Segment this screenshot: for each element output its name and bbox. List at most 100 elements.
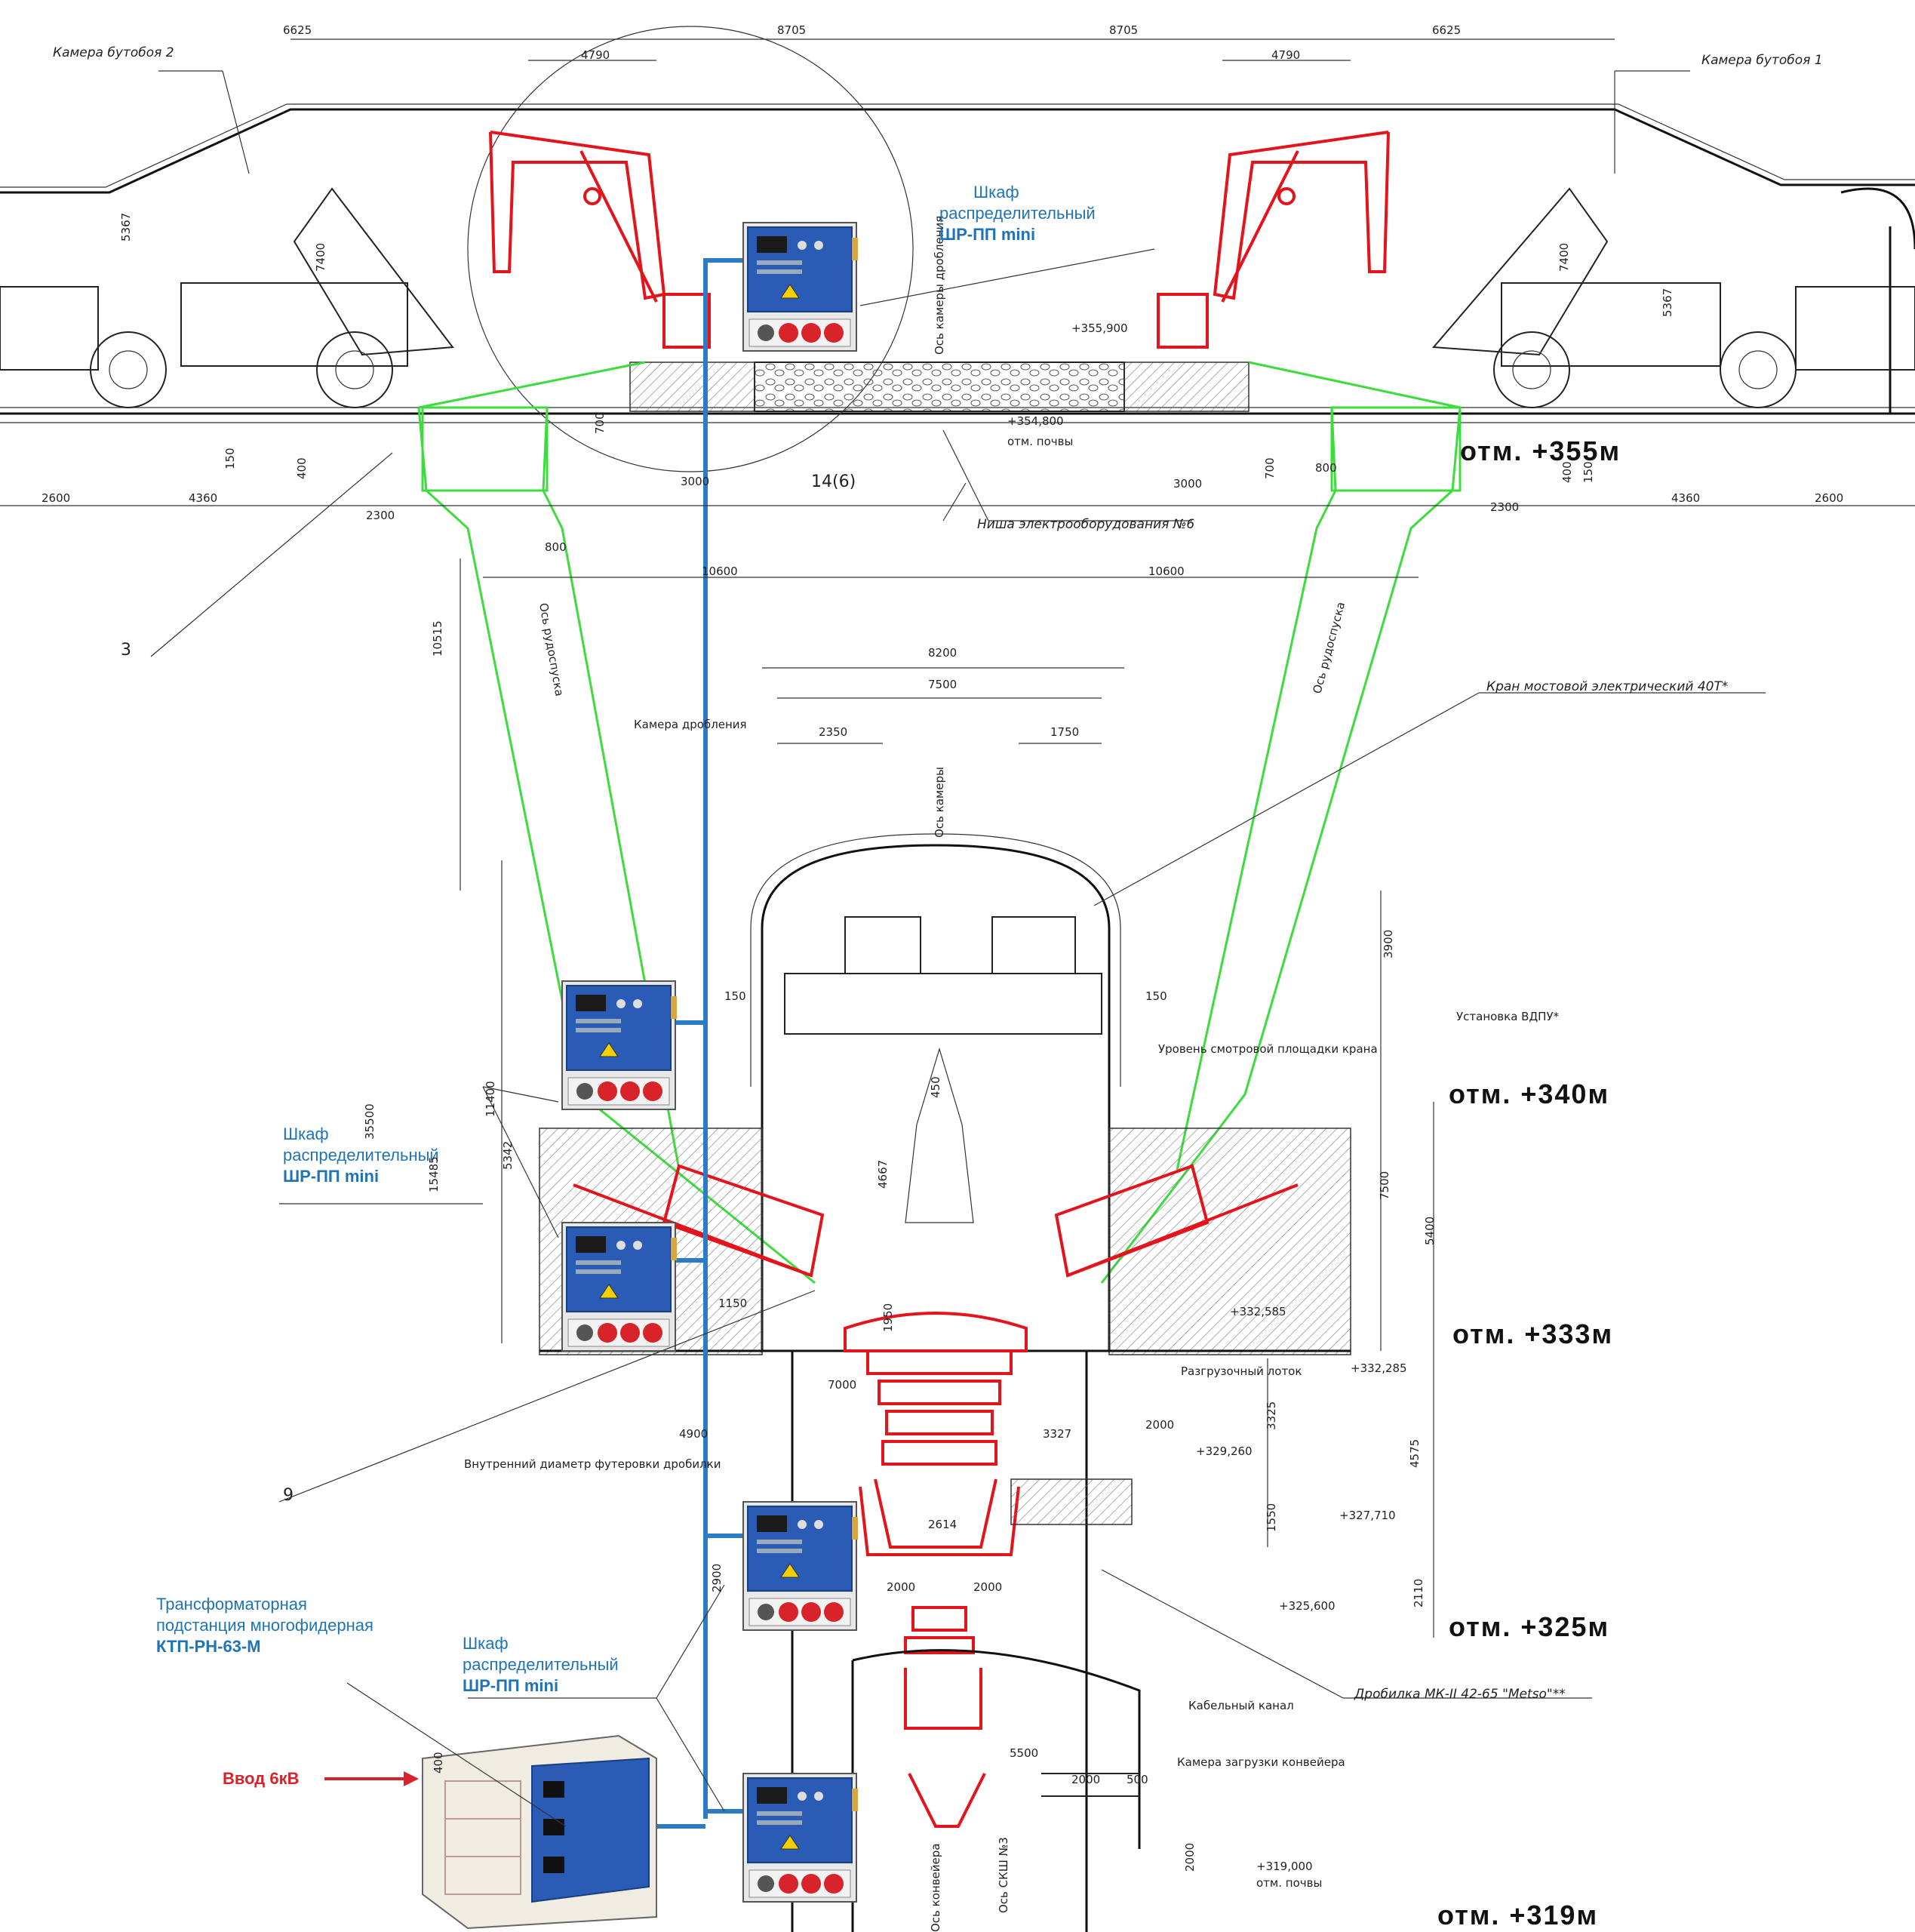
dim-10600b: 10600 xyxy=(1148,565,1185,578)
dim-2000a: 2000 xyxy=(1145,1418,1174,1432)
dim-400c: 400 xyxy=(432,1752,445,1774)
dim-4575: 4575 xyxy=(1408,1439,1422,1468)
level-332285: +332,285 xyxy=(1351,1361,1407,1375)
cabinet-low xyxy=(742,1501,859,1631)
label-inner-diameter: Внутренний диаметр футеровки дробилки xyxy=(464,1457,721,1471)
dim-1950: 1950 xyxy=(881,1303,895,1332)
label-crusher: Дробилка МК-II 42-65 "Metso"** xyxy=(1354,1687,1566,1702)
dim-1750: 1750 xyxy=(1050,725,1079,739)
dim-6625a: 6625 xyxy=(283,23,312,37)
inlet-label: Ввод 6кВ xyxy=(223,1769,299,1788)
electrical-niche xyxy=(467,26,1250,472)
cabinet-title-top: Шкаф xyxy=(973,183,1019,202)
upper-tunnel xyxy=(0,103,1915,423)
dim-400a: 400 xyxy=(295,457,309,479)
label-cable-channel: Кабельный канал xyxy=(1188,1699,1294,1712)
dim-2000e: 2000 xyxy=(1183,1843,1197,1872)
dim-5400: 5400 xyxy=(1423,1217,1437,1245)
elevation-319: отм. +319м xyxy=(1437,1900,1598,1930)
cabinet-model-top: ШР-ПП mini xyxy=(939,225,1035,244)
dim-2000c: 2000 xyxy=(973,1580,1002,1594)
dim-2350: 2350 xyxy=(819,725,847,739)
cabinet-model-mid: ШР-ПП mini xyxy=(283,1167,379,1186)
level-325600: +325,600 xyxy=(1279,1599,1336,1613)
label-chamber2: Камера бутобоя 2 xyxy=(53,45,174,60)
level-329260: +329,260 xyxy=(1196,1444,1253,1458)
label-section-mark: 14(6) xyxy=(811,472,856,491)
label-conveyor-chamber: Камера загрузки конвейера xyxy=(1177,1755,1345,1769)
dim-800b: 800 xyxy=(545,540,567,554)
level-354800: +354,800 xyxy=(1007,414,1064,428)
dim-2600a: 2600 xyxy=(41,491,70,505)
level-floor: отм. почвы xyxy=(1007,435,1073,448)
level-355900: +355,900 xyxy=(1071,321,1128,335)
dim-800a: 800 xyxy=(1315,461,1337,475)
dim-4790b: 4790 xyxy=(1271,48,1300,62)
dim-400b: 400 xyxy=(1560,461,1574,483)
dim-3000b: 3000 xyxy=(1173,477,1202,491)
dim-2300a: 2300 xyxy=(366,509,395,522)
dump-truck-right xyxy=(1431,187,1915,408)
dim-2614: 2614 xyxy=(928,1518,957,1531)
label-vdpu: Установка ВДПУ* xyxy=(1456,1010,1560,1023)
dim-5367a: 5367 xyxy=(119,213,133,242)
dim-4790a: 4790 xyxy=(581,48,610,62)
elevation-355: отм. +355м xyxy=(1460,435,1621,466)
dim-6625b: 6625 xyxy=(1432,23,1461,37)
dim-5342: 5342 xyxy=(501,1141,515,1170)
dim-450: 450 xyxy=(929,1076,942,1098)
transformer-model: КТП-РН-63-М xyxy=(156,1637,261,1656)
dim-1150: 1150 xyxy=(718,1297,747,1310)
level-332585: +332,585 xyxy=(1230,1305,1286,1318)
dim-2900: 2900 xyxy=(710,1564,724,1592)
label-crane: Кран мостовой электрический 40Т* xyxy=(1486,679,1728,694)
dim-150d: 150 xyxy=(1145,989,1167,1003)
dim-700a: 700 xyxy=(593,412,607,434)
leader-lines xyxy=(150,70,1766,1827)
dim-10600a: 10600 xyxy=(702,565,738,578)
dim-7000: 7000 xyxy=(828,1378,856,1392)
dim-35500: 35500 xyxy=(363,1103,377,1140)
dim-15485: 15485 xyxy=(427,1156,441,1192)
level-319000: +319,000 xyxy=(1256,1860,1313,1873)
dim-1550: 1550 xyxy=(1265,1503,1278,1532)
label-discharge-chute: Разгрузочный лоток xyxy=(1181,1364,1302,1378)
label-niche: Ниша электрооборудования №6 xyxy=(977,517,1194,532)
cabinet-mid-lower xyxy=(561,1222,678,1352)
dim-500: 500 xyxy=(1127,1773,1148,1786)
dim-4360a: 4360 xyxy=(189,491,217,505)
level-327710: +327,710 xyxy=(1339,1509,1396,1522)
dim-150a: 150 xyxy=(223,448,237,469)
transformer-substation xyxy=(422,1734,657,1930)
label-ref-9: 9 xyxy=(283,1486,294,1505)
dim-2000b: 2000 xyxy=(887,1580,915,1594)
dim-7400a: 7400 xyxy=(314,243,327,272)
dim-5367b: 5367 xyxy=(1661,288,1674,317)
cabinet-top xyxy=(742,222,859,352)
dim-150b: 150 xyxy=(1581,461,1595,483)
level-floor2: отм. почвы xyxy=(1256,1876,1322,1890)
dump-truck-left xyxy=(0,187,454,408)
label-skip-shaft: Ось СКШ №3 xyxy=(997,1837,1010,1913)
dim-7400b: 7400 xyxy=(1557,243,1571,272)
dim-4900: 4900 xyxy=(679,1427,708,1441)
inlet-arrow xyxy=(324,1771,419,1786)
dim-150c: 150 xyxy=(724,989,746,1003)
label-conveyor-axis: Ось конвейера xyxy=(929,1844,942,1932)
dim-2300b: 2300 xyxy=(1490,500,1519,514)
label-crushing-chamber: Камера дробления xyxy=(634,718,747,731)
dim-4667: 4667 xyxy=(876,1160,890,1189)
cabinet-model-low: ШР-ПП mini xyxy=(463,1676,558,1695)
dim-8200: 8200 xyxy=(928,646,957,660)
dim-700b: 700 xyxy=(1263,457,1277,479)
cabinet-mid-upper xyxy=(561,980,678,1110)
label-ore-axis-left: Ось рудоспуска xyxy=(536,602,566,697)
rock-breaker-left xyxy=(489,131,711,349)
dim-2600b: 2600 xyxy=(1815,491,1843,505)
cabinet-title-mid: Шкаф xyxy=(283,1124,329,1143)
dim-7500: 7500 xyxy=(928,678,957,691)
dim-10515: 10515 xyxy=(431,620,444,657)
crusher-red xyxy=(573,1164,1299,1828)
dim-4360b: 4360 xyxy=(1671,491,1700,505)
